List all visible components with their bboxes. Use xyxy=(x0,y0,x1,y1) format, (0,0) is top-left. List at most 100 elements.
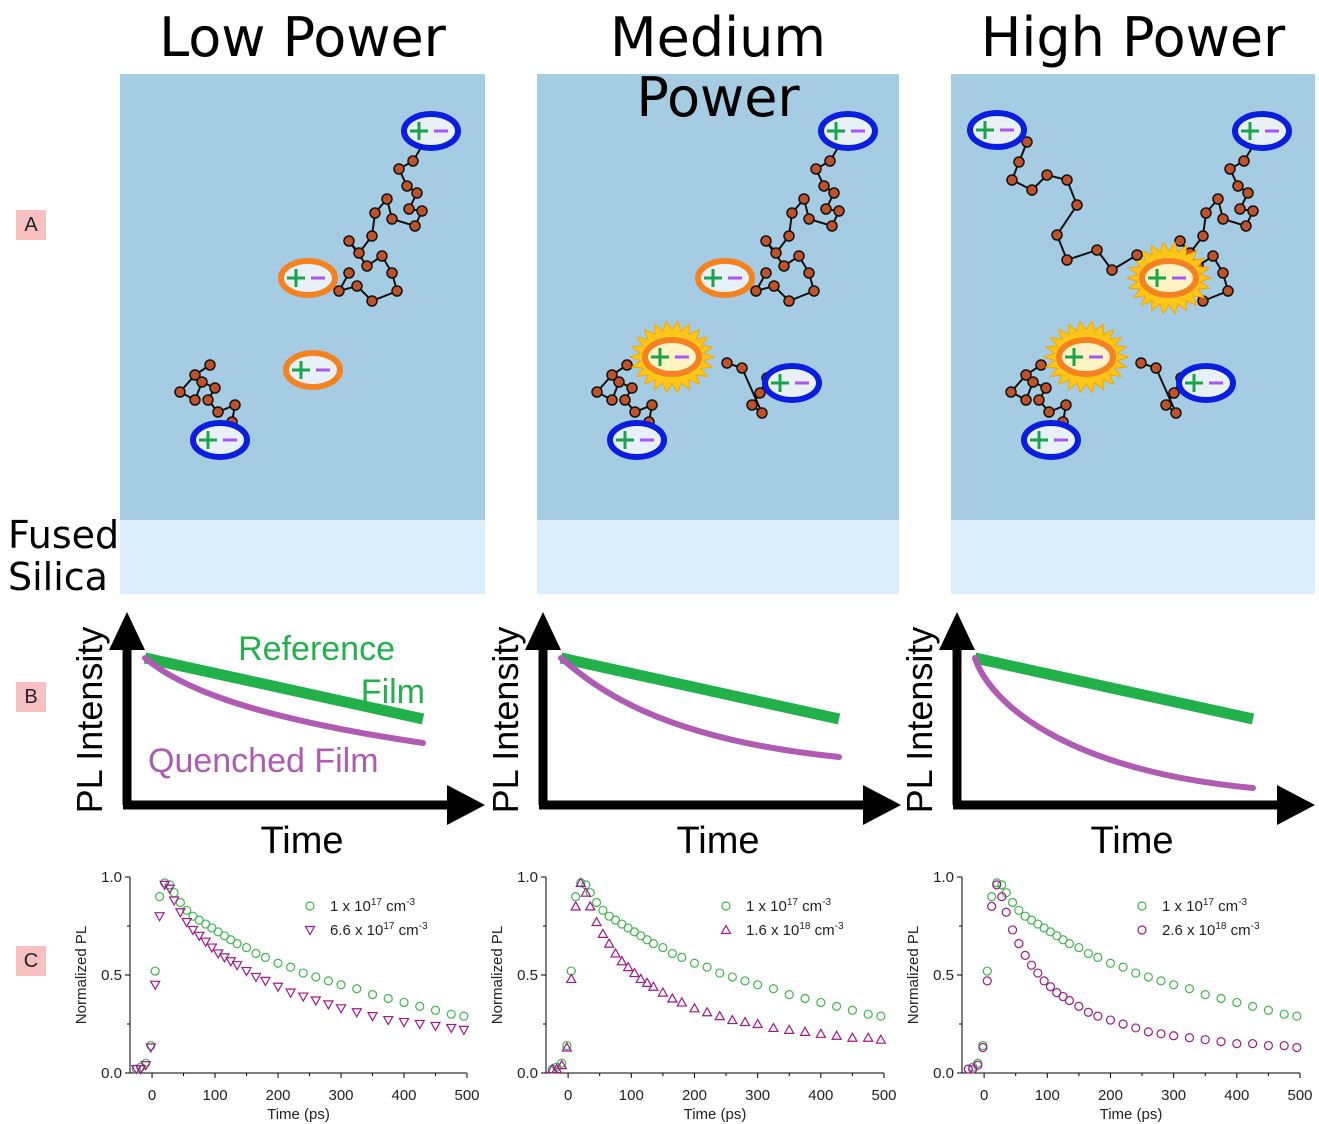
data-point xyxy=(1156,1029,1166,1039)
series-1 xyxy=(131,878,469,1074)
legend-unit: cm xyxy=(395,922,419,939)
hopping-site xyxy=(202,394,214,406)
hopping-site xyxy=(1035,359,1047,371)
x-axis-arrowhead xyxy=(863,785,901,825)
hopping-site xyxy=(770,247,782,259)
legend-unit-exponent: -3 xyxy=(822,897,831,908)
data-point xyxy=(1064,939,1075,949)
title-high-power: High Power xyxy=(980,6,1286,69)
data-point xyxy=(351,1008,363,1018)
data-point xyxy=(863,1009,873,1019)
hopping-site xyxy=(756,407,768,419)
data-point xyxy=(715,968,725,978)
fused-silica-substrate xyxy=(120,520,485,594)
x-tick-label: 0 xyxy=(564,1087,572,1104)
hopping-site xyxy=(1238,155,1250,167)
data-point xyxy=(767,1022,779,1033)
data-point xyxy=(591,897,602,908)
data-point xyxy=(987,901,997,912)
data-point xyxy=(366,1012,379,1022)
title-low-power: Low Power xyxy=(159,6,446,69)
data-point xyxy=(298,968,308,978)
data-point xyxy=(1083,948,1093,959)
hopping-site xyxy=(416,205,428,217)
data-point xyxy=(1292,1042,1302,1053)
x-tick-label: 0 xyxy=(980,1087,988,1104)
hopping-site xyxy=(1217,267,1229,279)
data-point xyxy=(565,973,577,984)
hopping-site xyxy=(403,203,415,215)
hopping-site xyxy=(1207,250,1219,262)
data-point xyxy=(876,1011,886,1021)
legend-text: 1 x 10 xyxy=(1162,898,1203,915)
hopping-site xyxy=(824,155,836,167)
data-point xyxy=(701,1006,713,1017)
row-label-b: B xyxy=(16,682,46,712)
data-point xyxy=(335,1004,347,1015)
hopping-site xyxy=(786,207,798,219)
data-point xyxy=(846,1031,858,1042)
hopping-site xyxy=(1040,382,1052,394)
data-point xyxy=(1074,1001,1084,1011)
data-point xyxy=(154,912,166,922)
data-point xyxy=(1200,989,1210,1000)
hopping-site xyxy=(369,207,381,219)
data-point xyxy=(658,942,668,953)
data-point xyxy=(641,977,653,987)
hopping-site xyxy=(381,193,393,205)
data-point xyxy=(336,980,346,990)
y-tick-label: 1.0 xyxy=(101,869,122,886)
title-medium-power: Medium Power xyxy=(610,6,826,129)
hopping-site xyxy=(783,230,795,242)
data-point xyxy=(1064,995,1075,1006)
hopping-site xyxy=(209,382,221,394)
hopping-site xyxy=(626,382,638,394)
data-point xyxy=(1001,907,1011,917)
data-point xyxy=(311,972,321,982)
data-point xyxy=(1232,997,1242,1008)
y-tick-label: 0.0 xyxy=(933,1065,954,1082)
data-point xyxy=(963,1064,973,1074)
data-point xyxy=(575,877,587,887)
film-panel-1 xyxy=(120,74,485,594)
data-point xyxy=(677,952,687,962)
hopping-site xyxy=(736,362,748,374)
data-point xyxy=(726,1014,738,1025)
data-point xyxy=(1083,1007,1093,1017)
hopping-site xyxy=(212,406,224,418)
hopping-site xyxy=(361,260,373,272)
x-axis-label: Time xyxy=(1090,820,1173,862)
data-point xyxy=(459,1011,469,1021)
data-point xyxy=(1118,1019,1128,1029)
row-label-c: C xyxy=(16,946,46,976)
hopping-site xyxy=(386,267,398,279)
hopping-site xyxy=(820,203,832,215)
reference-film-line xyxy=(973,652,1255,725)
data-point xyxy=(667,948,677,959)
hopping-site xyxy=(1005,386,1017,398)
reference-film-label-line1: Reference xyxy=(238,630,395,668)
hopping-site xyxy=(810,163,822,175)
hopping-site xyxy=(1224,163,1236,175)
x-tick-label: 200 xyxy=(682,1087,707,1104)
hopping-site xyxy=(189,394,201,406)
y-axis-label: PL Intensity xyxy=(69,627,110,814)
legend-unit: cm xyxy=(798,898,822,915)
fused-silica-substrate xyxy=(537,520,899,594)
data-point xyxy=(1131,1023,1141,1033)
hopping-site xyxy=(393,163,405,175)
x-tick-label: 400 xyxy=(391,1087,416,1104)
legend-entry: 1 x 1017 cm-3 xyxy=(746,897,832,915)
x-axis-title: Time (ps) xyxy=(267,1106,330,1123)
y-tick-label: 0.5 xyxy=(933,967,954,984)
y-tick-label: 1.0 xyxy=(933,869,954,886)
hopping-site xyxy=(401,180,413,192)
hopping-site xyxy=(376,250,388,262)
reference-film-line xyxy=(143,652,425,725)
data-point xyxy=(557,1058,567,1068)
hopping-site xyxy=(783,295,795,307)
